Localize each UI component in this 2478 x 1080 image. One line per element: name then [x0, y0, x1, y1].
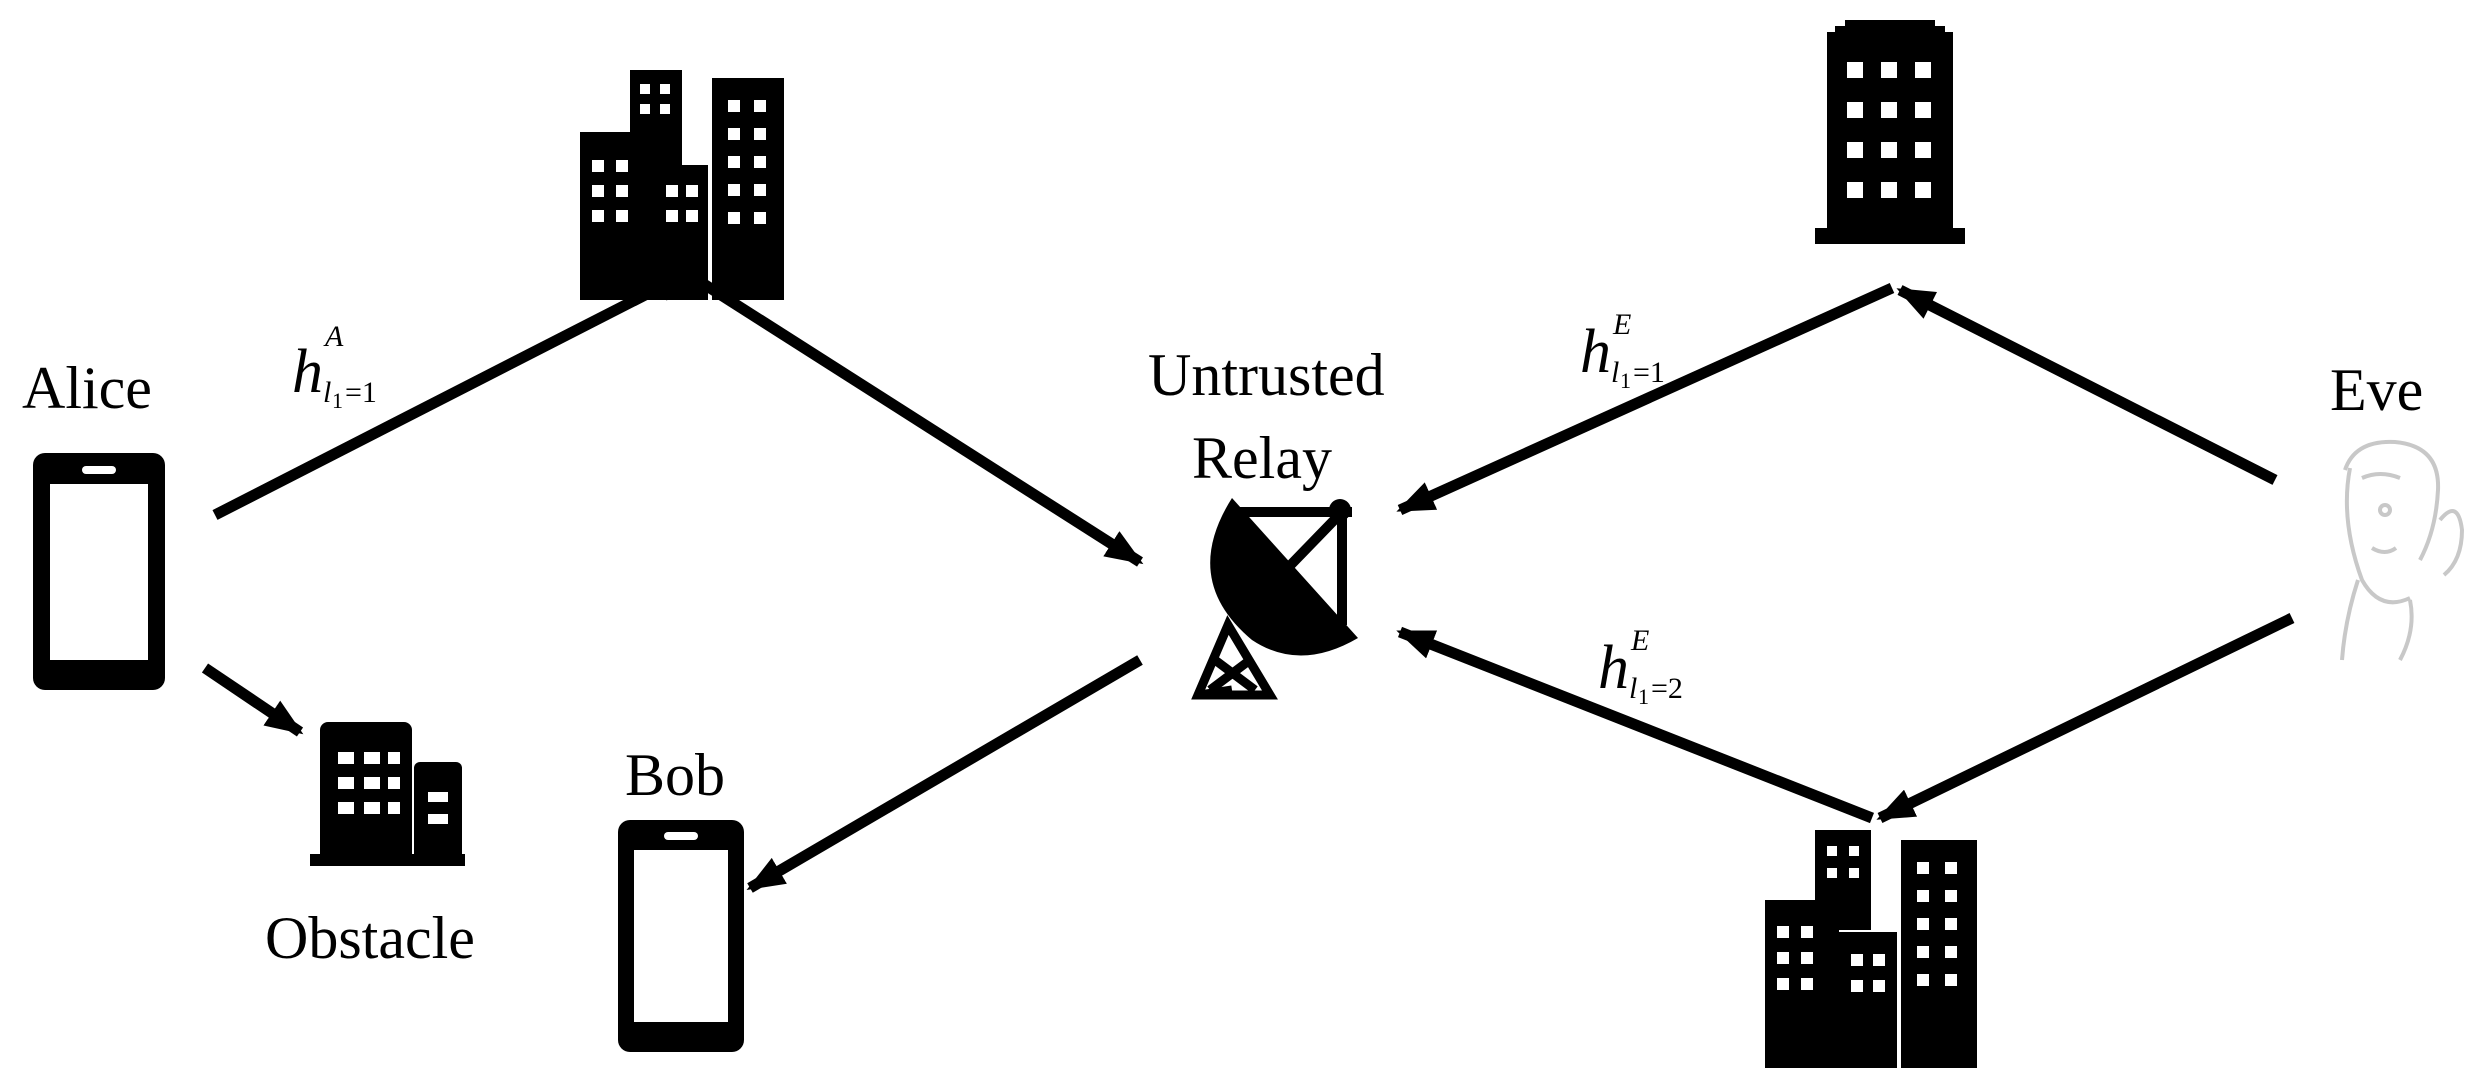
building-cluster-bottom-icon — [1765, 830, 1977, 1068]
alice-channel-sub-eq: =1 — [345, 376, 377, 409]
tall-building-icon — [1815, 20, 1965, 244]
arrow-alice-to-obstacle — [201, 663, 304, 737]
eve-channel1-sub-index: 1 — [1620, 368, 1631, 393]
channel-label-alice: h A l 1 =1 — [292, 320, 377, 413]
bob-label: Bob — [625, 742, 725, 808]
arrow-tower-to-relay — [1396, 282, 1895, 516]
channel-label-eve-1: h E l 1 =1 — [1580, 308, 1665, 393]
alice-channel-sub-index: 1 — [332, 388, 343, 413]
relay-satellite-dish-icon — [1191, 498, 1358, 700]
relay-label-line1: Untrusted — [1148, 342, 1385, 408]
arrow-eve-to-tower — [1896, 285, 2278, 485]
relay-label-line2: Relay — [1192, 425, 1332, 491]
eve-channel2-sub-eq: =2 — [1651, 672, 1683, 705]
arrow-eve-to-buildings — [1876, 613, 2295, 823]
alice-channel-sub-letter: l — [323, 376, 331, 409]
obstacle-label: Obstacle — [265, 905, 475, 971]
eve-channel1-sup: E — [1612, 308, 1631, 341]
eve-channel2-h: h — [1598, 634, 1629, 702]
alice-label: Alice — [22, 355, 152, 421]
alice-channel-h: h — [292, 338, 323, 406]
eve-label: Eve — [2330, 357, 2423, 423]
eve-channel2-sub-index: 1 — [1638, 684, 1649, 709]
alice-channel-sup: A — [323, 320, 344, 353]
arrow-alice-to-building — [212, 267, 694, 520]
alice-phone-icon — [33, 453, 165, 690]
obstacle-building-icon — [310, 722, 465, 866]
signal-arrows — [201, 267, 2295, 893]
eve-channel2-sup: E — [1630, 624, 1649, 657]
building-cluster-top-icon — [580, 70, 784, 300]
eve-channel1-sub-letter: l — [1611, 356, 1619, 389]
channel-label-eve-2: h E l 1 =2 — [1598, 624, 1683, 709]
eve-channel1-sub-eq: =1 — [1633, 356, 1665, 389]
arrow-relay-to-bob — [746, 655, 1143, 893]
arrow-building-to-relay — [682, 267, 1144, 567]
eve-channel2-sub-letter: l — [1629, 672, 1637, 705]
bob-phone-icon — [618, 820, 744, 1052]
arrow-buildings-to-relay — [1396, 626, 1875, 824]
eve-person-icon — [2340, 439, 2465, 661]
eve-channel1-h: h — [1580, 318, 1611, 386]
